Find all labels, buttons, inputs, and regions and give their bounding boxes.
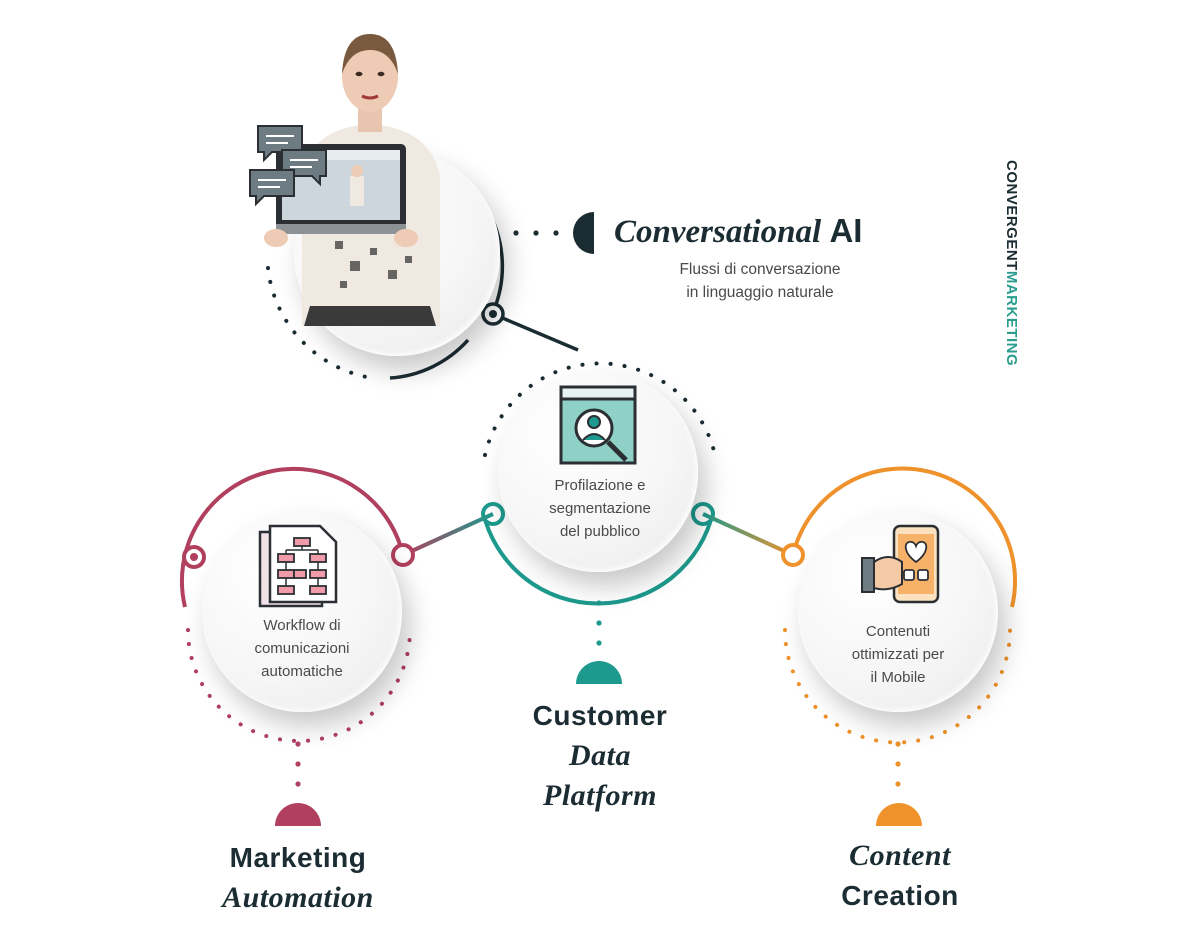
- cdp-title: Customer Data Platform: [480, 696, 720, 816]
- cc-title-line1: Content: [849, 839, 951, 872]
- ma-description-line2: comunicazioni: [254, 640, 350, 657]
- cdp-ring: [481, 361, 717, 684]
- flowchart-document-icon: [258, 524, 338, 608]
- cc-title: Content Creation: [780, 836, 1020, 916]
- ai-subtitle-line2: in linguaggio naturale: [686, 284, 834, 301]
- brand-logo: CONVERGENTMARKETING: [1000, 160, 1020, 366]
- cc-title-line2: Creation: [841, 880, 959, 911]
- ma-description: Workflow di comunicazioni automatiche: [222, 614, 382, 683]
- ai-title-upright: AI: [829, 212, 863, 249]
- cdp-title-line1: Customer: [532, 700, 668, 731]
- cc-description-line3: il Mobile: [870, 669, 926, 686]
- user-search-icon: [559, 385, 637, 465]
- cdp-description-line2: segmentazione: [549, 500, 651, 517]
- brand-part1: CONVERGENT: [1003, 160, 1020, 271]
- cc-ring: [781, 466, 1018, 826]
- ai-title: Conversational AI: [614, 212, 862, 251]
- cdp-title-line3: Platform: [543, 779, 657, 812]
- ma-description-line3: automatiche: [261, 663, 343, 680]
- cc-description: Contenuti ottimizzati per il Mobile: [818, 620, 978, 689]
- ai-title-italic: Conversational: [614, 214, 822, 250]
- ma-title: Marketing Automation: [168, 838, 428, 918]
- ai-subtitle: Flussi di conversazione in linguaggio na…: [640, 258, 880, 304]
- cdp-description: Profilazione e segmentazione del pubblic…: [520, 474, 680, 543]
- ai-ring: [266, 150, 594, 380]
- cc-description-line2: ottimizzati per: [851, 646, 945, 663]
- ma-title-line1: Marketing: [229, 842, 367, 873]
- cdp-description-line3: del pubblico: [559, 523, 641, 540]
- ma-ring: [179, 466, 415, 826]
- ma-description-line1: Workflow di: [263, 617, 341, 634]
- cc-description-line1: Contenuti: [865, 623, 931, 640]
- ma-title-line2: Automation: [222, 881, 374, 914]
- ai-subtitle-line1: Flussi di conversazione: [679, 261, 841, 278]
- mobile-heart-icon: [861, 524, 940, 604]
- brand-part2: MARKETING: [1003, 270, 1020, 367]
- presenter-with-laptop-icon: [249, 34, 440, 326]
- cdp-title-line2: Data: [569, 739, 631, 772]
- cdp-description-line1: Profilazione e: [554, 477, 646, 494]
